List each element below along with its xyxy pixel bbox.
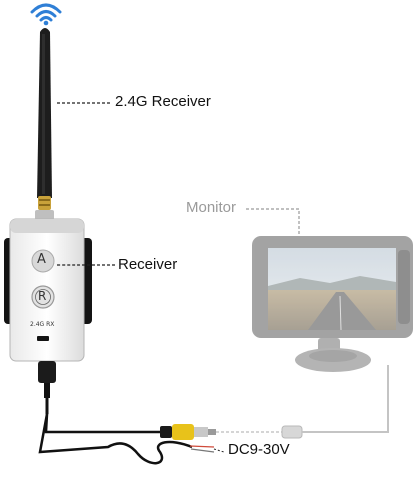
rca-connector bbox=[160, 424, 216, 440]
monitor bbox=[252, 236, 413, 372]
power-wires bbox=[189, 445, 225, 453]
monitor-leader bbox=[246, 208, 300, 236]
power-callout: DC9-30V bbox=[228, 441, 290, 458]
status-led bbox=[37, 336, 49, 341]
wifi-icon bbox=[30, 3, 62, 26]
antenna-callout: 2.4G Receiver bbox=[115, 93, 211, 110]
receiver-cable bbox=[38, 361, 193, 465]
receiver-callout: Receiver bbox=[118, 256, 178, 273]
receiver-box bbox=[4, 218, 92, 362]
monitor-callout: Monitor bbox=[186, 199, 237, 216]
button-a-label: A bbox=[37, 252, 46, 267]
button-r-label: R bbox=[38, 289, 47, 303]
button-a bbox=[31, 249, 55, 273]
antenna bbox=[35, 28, 54, 220]
monitor-cable bbox=[216, 365, 389, 439]
model-label: 2.4G RX bbox=[30, 321, 55, 328]
